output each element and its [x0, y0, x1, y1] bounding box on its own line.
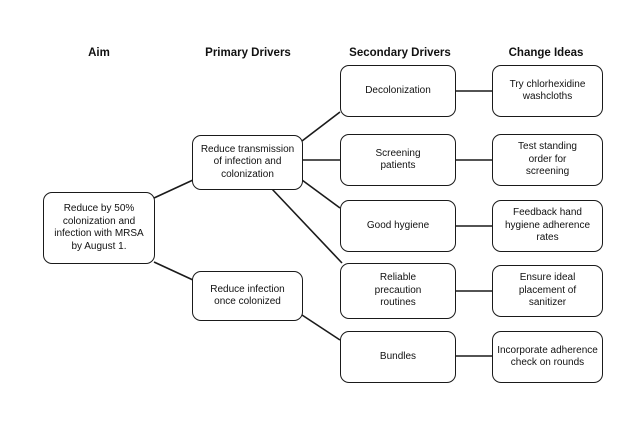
connector-primary1-to-decolonization	[301, 111, 341, 142]
secondary-driver-text: Good hygiene	[366, 219, 430, 231]
secondary-driver-text: Decolonization	[365, 84, 431, 96]
primary-driver-box: Reduce transmission of infection and col…	[192, 135, 303, 190]
secondary-driver-box: Good hygiene	[340, 200, 456, 252]
secondary-driver-box: Decolonization	[340, 65, 456, 117]
secondary-driver-text: Bundles	[379, 350, 417, 362]
header-primary-drivers: Primary Drivers	[205, 47, 291, 59]
aim-text: Reduce by 50% colonization and infection…	[54, 203, 144, 252]
secondary-driver-box: Reliable precaution routines	[340, 263, 456, 319]
secondary-driver-box: Screening patients	[340, 134, 456, 186]
connector-aim-to-primary-1	[153, 179, 194, 199]
header-change-ideas: Change Ideas	[508, 47, 584, 59]
connector-primary1-to-precaution	[271, 188, 343, 264]
secondary-driver-text: Reliable precaution routines	[374, 272, 422, 309]
secondary-driver-box: Bundles	[340, 331, 456, 383]
header-aim: Aim	[88, 47, 110, 59]
primary-driver-text: Reduce transmission of infection and col…	[200, 143, 295, 180]
connector-aim-to-primary-2	[153, 261, 194, 281]
change-idea-text: Try chlorhexidine washcloths	[509, 78, 586, 103]
change-idea-text: Test standing order for screening	[518, 141, 577, 178]
change-idea-box: Feedback hand hygiene adherence rates	[492, 200, 603, 252]
connector-primary2-to-bundles	[301, 314, 341, 341]
change-idea-text: Ensure ideal placement of sanitizer	[518, 272, 577, 309]
header-secondary-drivers: Secondary Drivers	[349, 47, 451, 59]
change-idea-text: Incorporate adherence check on rounds	[497, 344, 598, 369]
secondary-driver-text: Screening patients	[375, 147, 421, 172]
change-idea-text: Feedback hand hygiene adherence rates	[504, 207, 591, 244]
primary-driver-text: Reduce infection once colonized	[210, 283, 285, 308]
connector-primary1-to-hygiene	[301, 179, 341, 209]
change-idea-box: Test standing order for screening	[492, 134, 603, 186]
change-idea-box: Incorporate adherence check on rounds	[492, 331, 603, 383]
aim-box: Reduce by 50% colonization and infection…	[43, 192, 155, 264]
primary-driver-box: Reduce infection once colonized	[192, 271, 303, 321]
change-idea-box: Ensure ideal placement of sanitizer	[492, 265, 603, 317]
change-idea-box: Try chlorhexidine washcloths	[492, 65, 603, 117]
